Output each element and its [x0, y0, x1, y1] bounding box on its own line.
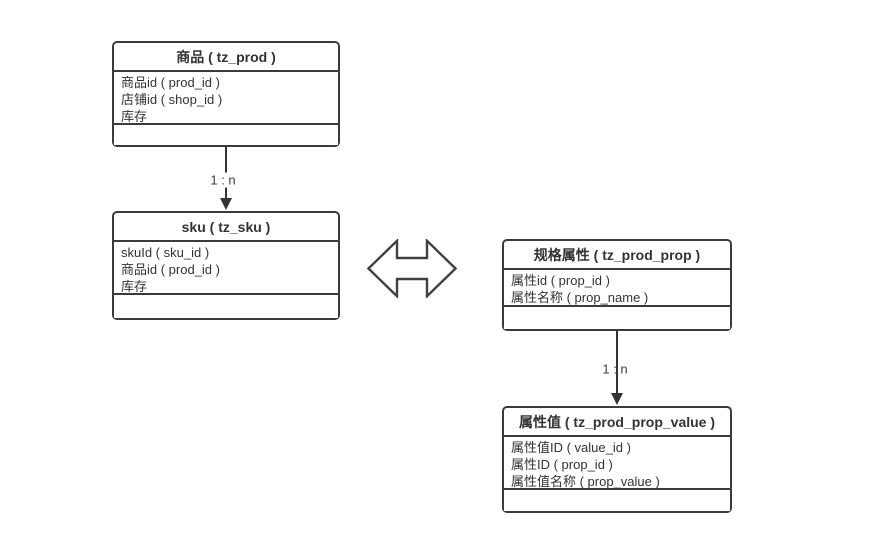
entity-empty-section: [114, 295, 338, 318]
entity-title-prop-value: 属性值 ( tz_prod_prop_value ): [504, 408, 730, 437]
entity-title-sku: sku ( tz_sku ): [114, 213, 338, 242]
entity-attribute: 属性ID ( prop_id ): [511, 457, 613, 472]
entity-attribute: 属性值名称 ( prop_value ): [511, 474, 660, 489]
entity-attribute: 店铺id ( shop_id ): [121, 92, 223, 107]
entity-attribute: 属性值ID ( value_id ): [511, 440, 631, 455]
entity-empty-section: [114, 125, 338, 145]
entity-attribute: 属性id ( prop_id ): [511, 273, 610, 288]
entity-empty-section: [504, 307, 730, 329]
entity-attribute: skuId ( sku_id ): [121, 245, 210, 260]
relation-cardinality-label: 1 : n: [208, 172, 238, 188]
entity-attributes-prop: 属性id ( prop_id ) 属性名称 ( prop_name ): [504, 270, 730, 307]
entity-attribute: 库存: [121, 279, 148, 294]
entity-title-prod: 商品 ( tz_prod ): [114, 43, 338, 72]
entity-table-prop: 规格属性 ( tz_prod_prop ) 属性id ( prop_id ) 属…: [502, 239, 732, 331]
entity-table-sku: sku ( tz_sku ) skuId ( sku_id ) 商品id ( p…: [112, 211, 340, 320]
entity-table-prod: 商品 ( tz_prod ) 商品id ( prod_id ) 店铺id ( s…: [112, 41, 340, 147]
relation-cardinality-label: 1 : n: [602, 361, 628, 377]
entity-attribute: 属性名称 ( prop_name ): [511, 290, 649, 305]
entity-attributes-prod: 商品id ( prod_id ) 店铺id ( shop_id ) 库存: [114, 72, 338, 125]
entity-attribute: 商品id ( prod_id ): [121, 75, 220, 90]
arrowhead-down-icon: [611, 393, 623, 405]
double-arrow-icon: [367, 239, 457, 298]
entity-empty-section: [504, 490, 730, 511]
entity-attributes-sku: skuId ( sku_id ) 商品id ( prod_id ) 库存: [114, 242, 338, 295]
arrowhead-down-icon: [220, 198, 232, 210]
entity-title-prop: 规格属性 ( tz_prod_prop ): [504, 241, 730, 270]
entity-attributes-prop-value: 属性值ID ( value_id ) 属性ID ( prop_id ) 属性值名…: [504, 437, 730, 490]
entity-attribute: 商品id ( prod_id ): [121, 262, 220, 277]
connector-line-prop-propvalue: [616, 331, 618, 394]
entity-attribute: 库存: [121, 109, 148, 124]
entity-table-prop-value: 属性值 ( tz_prod_prop_value ) 属性值ID ( value…: [502, 406, 732, 513]
